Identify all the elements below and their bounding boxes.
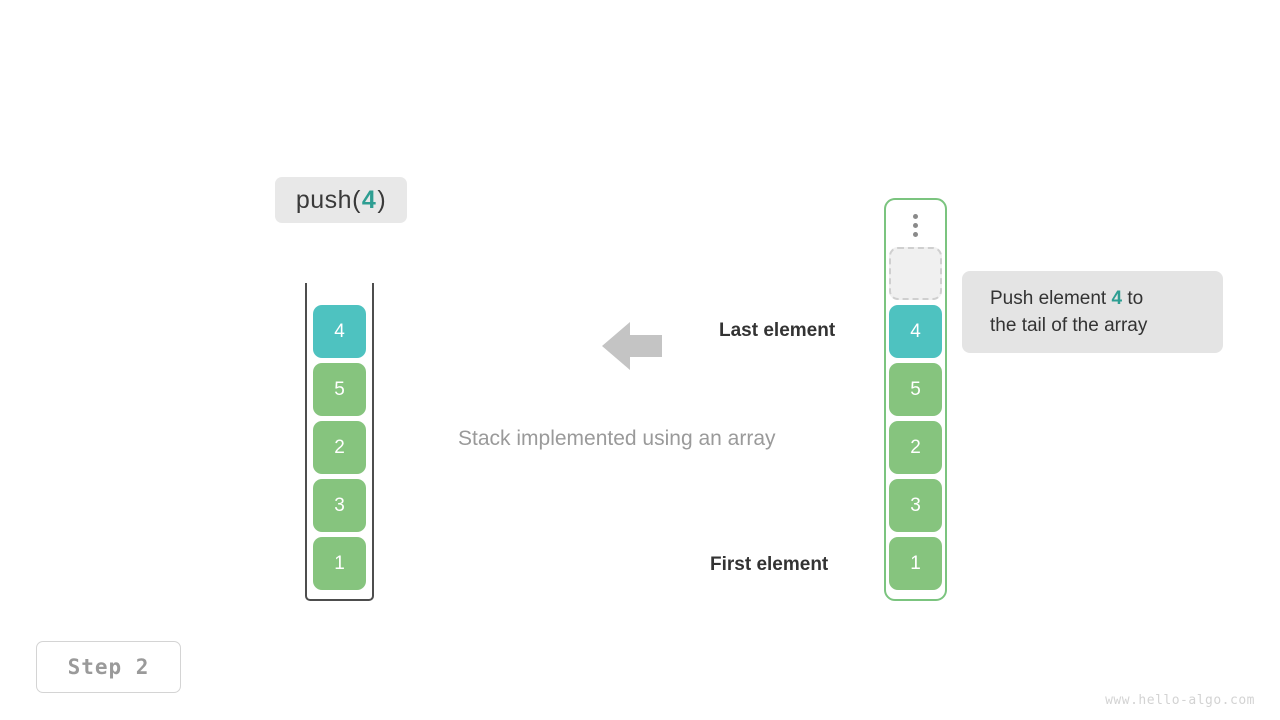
array-cell-list: 1 3 2 5 4 [889, 247, 942, 590]
array-cell-value: 2 [910, 436, 921, 458]
stack-cell-top: 4 [313, 305, 366, 358]
tooltip-line1-after: to [1122, 288, 1144, 309]
vertical-ellipsis-icon [884, 207, 947, 243]
step-badge: Step 2 [36, 641, 181, 693]
array-cell: 1 [889, 537, 942, 590]
stack-cell: 2 [313, 421, 366, 474]
array-cell: 3 [889, 479, 942, 532]
stack-cell-value: 3 [334, 494, 345, 516]
tooltip-text: Push element 4 to the tail of the array [990, 285, 1147, 339]
tooltip-box: Push element 4 to the tail of the array [962, 271, 1223, 353]
array-cell: 5 [889, 363, 942, 416]
stack-container-outline [305, 283, 374, 601]
ellipsis-dot [913, 222, 918, 228]
operation-value: 4 [361, 185, 377, 214]
stack-cell: 3 [313, 479, 366, 532]
array-cell-value: 1 [910, 552, 921, 574]
ellipsis-dot [913, 213, 918, 219]
last-element-label: Last element [719, 320, 836, 341]
stack-cell-value: 1 [334, 552, 345, 574]
tooltip-line2: the tail of the array [990, 315, 1148, 336]
left-arrow-icon [602, 318, 662, 374]
tooltip-line1-before: Push element [990, 288, 1112, 309]
watermark: www.hello-algo.com [1105, 693, 1255, 708]
array-cell-value: 5 [910, 378, 921, 400]
array-container-outline [884, 198, 947, 601]
stack-cell: 5 [313, 363, 366, 416]
first-element-label: First element [710, 554, 829, 575]
array-cell-value: 4 [910, 320, 921, 342]
array-cell-value: 3 [910, 494, 921, 516]
array-cell-pushed: 4 [889, 305, 942, 358]
operation-suffix: ) [377, 185, 387, 214]
stack-cell-value: 4 [334, 320, 345, 342]
figure-caption: Stack implemented using an array [458, 427, 776, 450]
operation-prefix: push( [295, 185, 361, 214]
stack-cell-value: 2 [334, 436, 345, 458]
stack-cell-list: 1 3 2 5 4 [313, 305, 366, 590]
array-cell-empty-slot [889, 247, 942, 300]
array-cell: 2 [889, 421, 942, 474]
stack-cell: 1 [313, 537, 366, 590]
tooltip-accent-value: 4 [1111, 288, 1123, 309]
stack-cell-value: 5 [334, 378, 345, 400]
operation-label: push(4) [275, 177, 407, 223]
ellipsis-dot [913, 231, 918, 237]
